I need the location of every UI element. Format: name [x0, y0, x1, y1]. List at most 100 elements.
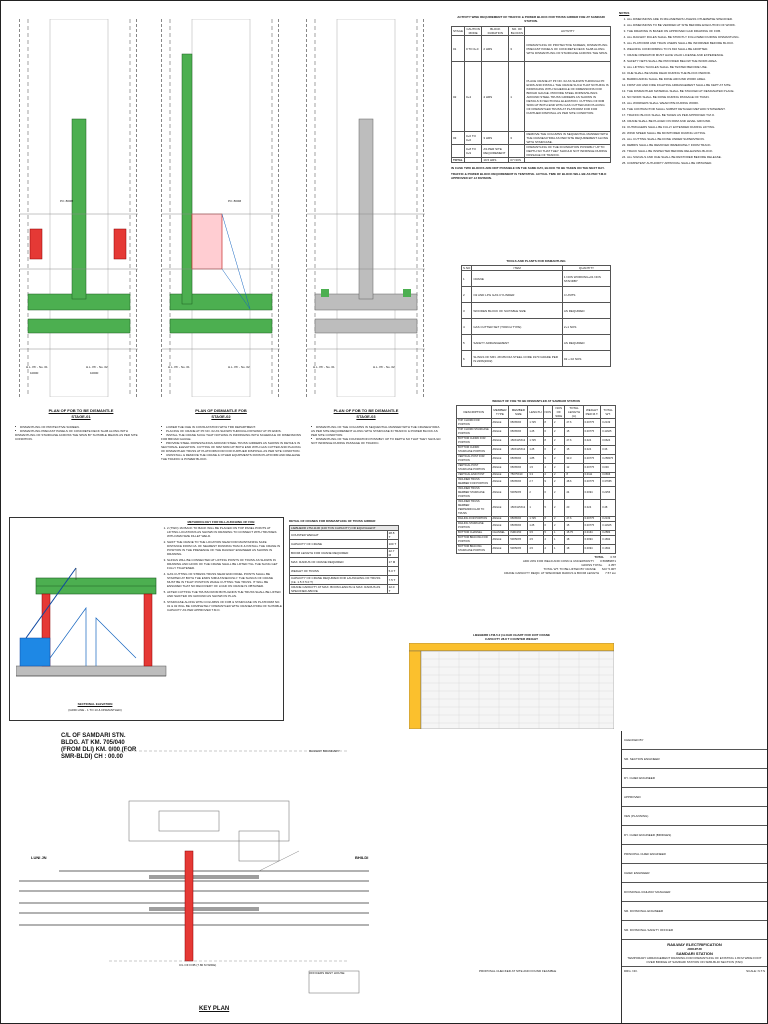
- cell: 0.36: [600, 445, 616, 455]
- cell: 1.25: [527, 521, 544, 531]
- stage2-plan: P.F. 800M H.L. PF - No. 01 H.L. PF - No.…: [161, 18, 280, 398]
- cell: VERTICAL POST STAIRCASE PORTION: [456, 463, 492, 473]
- note-item: FIRST AID AND FIRE FIGHTING ARRANGEMENT …: [627, 83, 759, 87]
- cell: 1: [527, 499, 544, 517]
- cell: 2: [551, 445, 566, 455]
- key-plan-drawing: [19, 750, 369, 994]
- cell: 12: [564, 463, 584, 473]
- cell: AS REQUIRED: [561, 302, 612, 319]
- title-block-heading: RAILWAY ELECTRIFICATION JODHPUR SAMDARI …: [622, 940, 767, 967]
- stage1-title: PLAN OF FOB TO BE DISMANTLE: [48, 408, 114, 413]
- cell: 0.024: [582, 445, 602, 455]
- tb-drg-no: DRG. NO.: [624, 969, 638, 973]
- title-block-label: DIVISIONAL RAILWAY MANAGER: [624, 890, 671, 894]
- cell: WEIGHT OF TRUSS: [289, 566, 388, 576]
- cell: TOTAL: [451, 157, 465, 163]
- stage2-note: PROVIDE STEEL ROPES/SLINGS AROUND STEEL …: [161, 441, 301, 453]
- section-title: SECTIONAL ELEVATION: [77, 702, 113, 706]
- note-item: ALL WORKERS SHALL WEAR PPE DURING WORK.: [627, 101, 759, 105]
- tb-description: TEMPORARY ARRANGEMENT DRAWING FOR DISMAN…: [627, 956, 762, 964]
- note-item: CRANE OPERATOR MUST HAVE VALID LICENSE A…: [627, 53, 759, 57]
- note-item: OHE SHALL BE MADE DEAD DURING THE BLOCK …: [627, 71, 759, 75]
- cell: REMOVE THE COLUMNS IN SEQUENTIAL MANNER …: [524, 131, 611, 145]
- cell: [508, 144, 526, 158]
- cell: 2: [527, 486, 544, 500]
- tb-station: SAMDARI STATION: [676, 951, 713, 956]
- cell: 1.25: [527, 445, 544, 455]
- cell: 22.7 M: [386, 548, 400, 558]
- cell: 4: [542, 463, 553, 473]
- cell: [451, 144, 465, 158]
- cell: 0.11625: [600, 427, 616, 437]
- weight-sum-label: TOTAL WT. TO BE LIFTED BY CRANE: [543, 567, 596, 571]
- stage1-stage: STAGE-01: [71, 414, 91, 419]
- cell: 4.5: [527, 535, 544, 545]
- stage1-note: DISMANTLING OF PROTECTIVE SCREEN.: [15, 425, 145, 429]
- crane-table: LIEBHERR LTM-1100 (100 TON CAPACITY) OR …: [289, 525, 400, 594]
- cell: DISMANTLING OF THE FOUNDATION POSSIBLY U…: [524, 144, 611, 158]
- title-block-label: SR. DIVISIONAL SAFETY OFFICER: [624, 928, 674, 932]
- cell: 4 HRS: [481, 61, 510, 132]
- cell: 150X115X12: [508, 445, 529, 455]
- cell: 3: [508, 35, 526, 62]
- key-plan-title: KEY PLAN: [199, 1006, 230, 1012]
- stage1-note: DISMANTLING PRECAST PANELS OF CONCRETE D…: [15, 429, 145, 441]
- note-item: ALL DIMENSIONS ARE IN MILLIMETERS UNLESS…: [627, 17, 759, 21]
- cell: 0.48: [600, 499, 616, 517]
- title-block-row: SR. DIVISIONAL SAFETY OFFICER: [622, 921, 767, 940]
- cell: 0.0094: [582, 544, 602, 554]
- cell: 6: [460, 350, 473, 367]
- cell: 150X115X12: [508, 499, 529, 517]
- cell: 0+0 TO 0+0: [463, 131, 483, 145]
- cell: VERTICAL POST FOR PORTION: [456, 454, 492, 464]
- stage1-notes: DISMANTLING OF PROTECTIVE SCREEN. DISMAN…: [15, 425, 145, 441]
- cell: BOTTOM BRACING STAIRCASE PORTION: [456, 544, 492, 554]
- load-chart-title: LIEBHERR LTM-5.2 (1LOAD CHART FOR 100T C…: [473, 633, 550, 637]
- cell: 18: [564, 535, 584, 545]
- cell: 2: [551, 499, 566, 517]
- stage2-note: UNINSTALL & REMOVE THE CRANE & OTHER EQU…: [161, 453, 301, 461]
- cell: 2 HRS: [481, 35, 510, 62]
- cell: 0.0094: [582, 486, 602, 500]
- title-block-row: PRINCIPAL CHIEF ENGINEER: [622, 845, 767, 864]
- cell: 17 M: [386, 557, 400, 567]
- activity-section: ACTIVITY WISE REQUIREMENT OF TRAFFIC & P…: [451, 15, 611, 180]
- activity-header: CAUTION MODE: [463, 26, 483, 36]
- title-block-label: DY. CHIEF ENGINEER (BRIDGES): [624, 833, 672, 837]
- cell: 2: [551, 521, 566, 531]
- tb-scale: SCALE: N.T.S: [746, 969, 765, 973]
- fob-label: C/L OF FOB (7.80 M WIDE): [179, 963, 217, 967]
- cell: BOTTOM CHORD STAIRCASE PORTION: [456, 445, 492, 455]
- cell: 0.093: [600, 463, 616, 473]
- title-block-row: CHIEF ENGINEER: [622, 864, 767, 883]
- cell: 0.6624: [600, 436, 616, 446]
- cell: 65X65X6: [508, 477, 529, 487]
- weight-total-label: TOTAL: [594, 555, 605, 559]
- methodology-item: 2 (TWO) 1M BACK TO BACK WILL BE PLACED O…: [167, 526, 282, 538]
- load-chart: LIEBHERR LTM-5.2 (1LOAD CHART FOR 100T C…: [409, 633, 614, 729]
- width1-label: 10000: [30, 371, 39, 375]
- section-subtitle: (GRID LINE - 1 TO 13 & DISMANTLED): [68, 708, 122, 712]
- weight-title: WEIGHT OF FOB TO BE DISMANTLED AT SAMDAR…: [492, 399, 580, 403]
- weight-sum-value: 0.56889871: [600, 559, 616, 563]
- cell: 4: [542, 544, 553, 554]
- cell: 0+4: [463, 61, 483, 132]
- stage3-note: DISMANTLING OF THE FOUNDATION POSSIBLY U…: [311, 437, 441, 445]
- weight-header: WEIGHT PER M.T.: [582, 405, 602, 419]
- cell: 0.00775: [582, 454, 602, 464]
- cell: 33.3: [564, 454, 584, 464]
- title-block-label: CHIEF ENGINEER: [624, 871, 650, 875]
- note-item: ALL PLATFORM AND TRAIN USERS SHALL BE IN…: [627, 41, 759, 45]
- tools-section: TOOLS AND PLANTS FOR DISMANTLING S.NO IT…: [460, 259, 612, 367]
- cell: 0.1692: [600, 544, 616, 554]
- cell: INCLINED TRUSS MEMBER STAIRCASE PORTION: [456, 486, 492, 500]
- cell: DISMANTLING OF PROTECTIVE SCREEN, DISMAN…: [524, 35, 611, 62]
- weight-header: DESCRIPTION: [456, 405, 492, 419]
